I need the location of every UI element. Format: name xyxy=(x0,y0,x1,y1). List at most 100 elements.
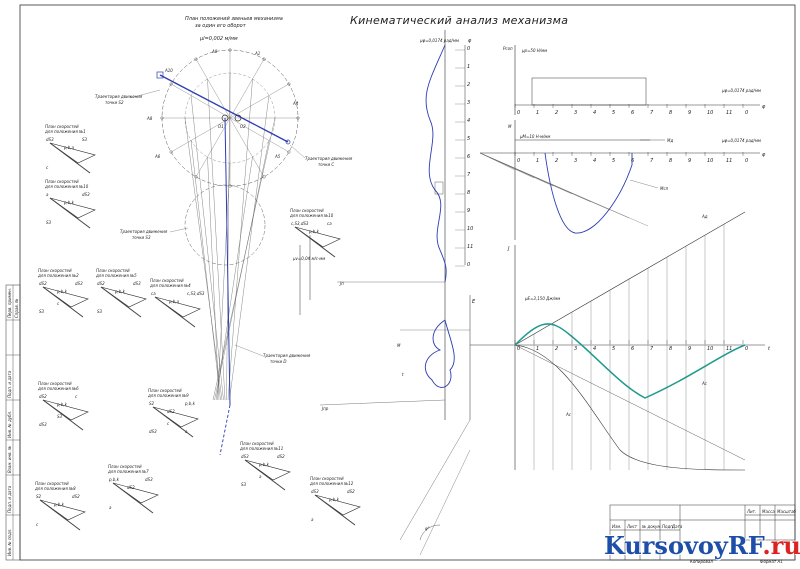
h-tick-label: 0 xyxy=(517,346,520,352)
crank-point xyxy=(262,57,266,61)
velocity-vector xyxy=(294,226,336,258)
velocity-label: a xyxy=(259,474,262,479)
axis-phi-1: φ xyxy=(762,104,766,110)
h-tick-label: 4 xyxy=(593,110,596,116)
velocity-label: dS3 xyxy=(46,137,54,142)
label-angle: φ° xyxy=(425,526,430,531)
velocity-label: p,b,k xyxy=(56,402,68,407)
h-tick-label: 11 xyxy=(726,158,732,164)
h-tick-label: 9 xyxy=(688,346,691,352)
velocity-vector xyxy=(154,296,196,328)
velocity-label: ca xyxy=(151,291,156,296)
v-tick-label: 2 xyxy=(467,82,470,88)
h-tick-label: 4 xyxy=(593,346,596,352)
pt-a8: A8 xyxy=(146,116,153,121)
velocity-scale: μv=0,04 м/с·мм xyxy=(292,235,325,315)
watermark-main: KursovoyRF xyxy=(604,531,763,560)
velocity-vector xyxy=(49,197,91,229)
axis-j: J xyxy=(507,246,510,252)
velocity-label: p,b,k xyxy=(53,502,65,507)
axis-e: E xyxy=(472,299,476,305)
crank-ray xyxy=(195,117,231,177)
h-tick-label: 3 xyxy=(574,158,577,164)
velocity-label: dS2 xyxy=(39,281,47,286)
pt-a10: A10 xyxy=(164,68,173,73)
velocity-label: dS3 xyxy=(82,192,90,197)
crank-ray xyxy=(229,59,265,119)
tb-doc: № докум. xyxy=(641,524,662,529)
velocity-label: c xyxy=(36,522,39,527)
velocity-plan-title: План скоростей xyxy=(290,208,324,213)
h-tick-label: 8 xyxy=(669,110,672,116)
scale-mu-phi-top: μφ=0,0174 рад/мм xyxy=(419,38,459,43)
margin-stamp-6: Подп. и дата xyxy=(7,485,12,513)
h-tick-label: 10 xyxy=(707,158,713,164)
h-tick-label: 7 xyxy=(650,346,654,352)
mech-title-1: План положений звеньев механизма xyxy=(185,16,283,22)
v-tick-label: 5 xyxy=(467,136,470,142)
v-tick-label: 1 xyxy=(467,64,470,70)
pt-o2: O2 xyxy=(240,124,246,129)
velocity-label: c xyxy=(75,394,78,399)
velocity-plan-subtitle: для положения №7 xyxy=(107,469,149,474)
margin-stamp-4: Инв. № дубл. xyxy=(7,411,12,438)
v-tick-label: 11 xyxy=(467,244,473,250)
sheet-frame xyxy=(5,4,796,561)
axis-t: t xyxy=(768,346,771,352)
velocity-label: c xyxy=(57,301,60,306)
label-ac2: Aс xyxy=(701,381,708,386)
h-tick-label: 1 xyxy=(536,158,539,164)
moment-projection xyxy=(479,152,649,227)
h-tick-label: 10 xyxy=(707,110,713,116)
traj-s3-2: точки S3 xyxy=(132,235,151,240)
traj-s3-1: Траектория движения xyxy=(120,229,168,234)
velocity-label: c,S3,dS3 xyxy=(291,221,309,226)
velocity-label: dS2 xyxy=(97,281,105,286)
v-tick-label: 3 xyxy=(467,100,470,106)
velocity-label: p,b,k xyxy=(114,289,126,294)
velocity-vector xyxy=(244,459,286,491)
velocity-plan-title: План скоростей xyxy=(45,124,79,129)
pt-o1: O1 xyxy=(218,124,224,129)
velocity-plan-subtitle: для положения №4 xyxy=(149,283,191,288)
tb-list: Лист xyxy=(626,524,638,529)
velocity-label: p,b,k xyxy=(108,477,120,482)
velocity-plan-subtitle: для положения №8 xyxy=(34,486,76,491)
scale-mu-p: μp=50 Н/мм xyxy=(521,48,547,53)
axis-phi-2: φ xyxy=(762,152,766,158)
crank-point xyxy=(194,57,198,61)
label-mc: Mсп xyxy=(660,186,669,191)
rod-line xyxy=(226,72,231,401)
label-jpr: Jпр xyxy=(321,406,329,411)
velocity-plan-title: План скоростей xyxy=(35,481,69,486)
h-tick-label: 5 xyxy=(612,110,615,116)
margin-stamp-3: Подп. и дата xyxy=(7,370,12,398)
v-tick-label: 7 xyxy=(467,172,471,178)
velocity-plan-subtitle: для положения №2 xyxy=(37,273,79,278)
rod-line xyxy=(215,156,253,401)
h-tick-label: 0 xyxy=(745,110,748,116)
crank-point xyxy=(287,82,291,86)
crank-point xyxy=(228,48,232,52)
crank-ray xyxy=(229,117,265,177)
velocity-label: dS3 xyxy=(145,477,153,482)
label-jn: Jп xyxy=(339,281,344,286)
velocity-label: S2 xyxy=(36,494,42,499)
pt-a6: A6 xyxy=(154,154,161,159)
velocity-label: dS3 xyxy=(241,454,249,459)
velocity-label: dS2 xyxy=(72,494,80,499)
v-tick-label: 8 xyxy=(467,190,470,196)
tb-izm: Изм. xyxy=(612,524,621,529)
velocity-plan-title: План скоростей xyxy=(310,476,344,481)
crank-point xyxy=(169,150,173,154)
tb-mass: Масса xyxy=(762,509,775,514)
h-tick-label: 10 xyxy=(707,346,713,352)
velocity-label: S3 xyxy=(39,309,45,314)
h-tick-label: 2 xyxy=(555,158,558,164)
